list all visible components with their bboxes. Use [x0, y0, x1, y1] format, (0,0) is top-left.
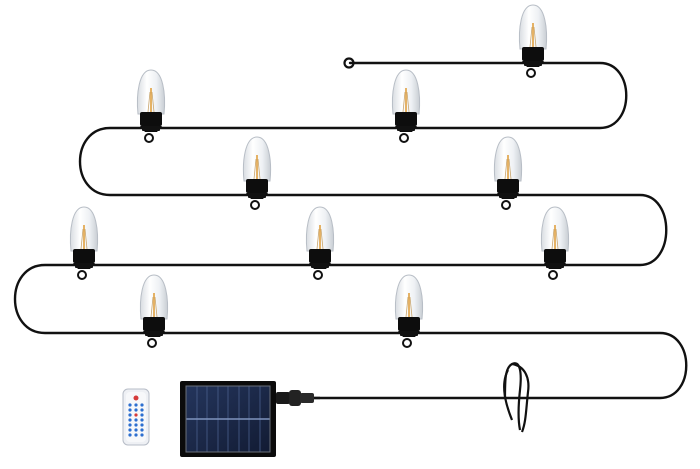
edison-bulb-icon [518, 4, 548, 78]
remote-button [128, 433, 132, 437]
remote-button [140, 413, 144, 417]
remote-button [128, 408, 132, 412]
edison-bulb-icon [391, 69, 421, 143]
edison-bulb-icon [540, 206, 570, 280]
remote-button [134, 408, 138, 412]
remote-button [134, 403, 138, 407]
edison-bulb-icon [305, 206, 335, 280]
remote-button [140, 433, 144, 437]
edison-bulb-icon [493, 136, 523, 210]
remote-control-icon [122, 388, 150, 446]
remote-button [134, 418, 138, 422]
remote-button [140, 428, 144, 432]
cable-connector-icon [276, 390, 320, 406]
remote-button [128, 423, 132, 427]
edison-bulb-icon [136, 69, 166, 143]
coiled-cable [503, 362, 530, 433]
remote-button [128, 403, 132, 407]
string-light-cable [13, 61, 688, 400]
remote-button [140, 408, 144, 412]
remote-button [134, 433, 138, 437]
edison-bulb-icon [139, 274, 169, 348]
solar-panel-icon [180, 381, 276, 457]
remote-button [140, 403, 144, 407]
remote-button [134, 428, 138, 432]
remote-button [140, 418, 144, 422]
hanging-loop-icon [343, 57, 355, 69]
remote-button [134, 423, 138, 427]
edison-bulb-icon [394, 274, 424, 348]
edison-bulb-icon [242, 136, 272, 210]
remote-button [140, 423, 144, 427]
remote-button [128, 413, 132, 417]
edison-bulb-icon [69, 206, 99, 280]
remote-button [128, 418, 132, 422]
remote-button [128, 428, 132, 432]
remote-button [134, 413, 138, 417]
